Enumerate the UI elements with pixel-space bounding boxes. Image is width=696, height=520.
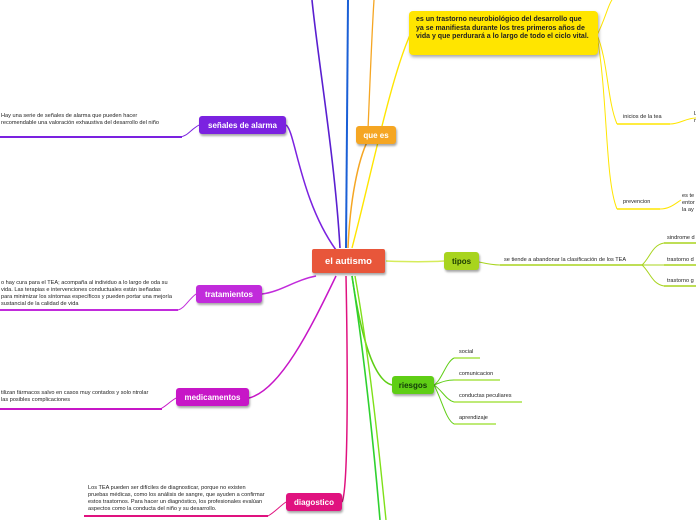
tipos-leaf-2[interactable]: trastorno d <box>667 257 694 263</box>
riesgos-leaf-aprendizaje[interactable]: aprendizaje <box>459 415 488 421</box>
riesgos-leaf-social[interactable]: social <box>459 349 474 355</box>
riesgos-leaf-conductas[interactable]: conductas peculiares <box>459 393 512 399</box>
definition-box[interactable]: es un trastorno neurobiológico del desar… <box>409 11 598 55</box>
node-senales-label: señales de alarma <box>208 120 277 130</box>
subtopic-prevencion[interactable]: prevencion <box>623 199 651 205</box>
diagostico-note: Los TEA pueden ser difíciles de diagnost… <box>88 485 265 512</box>
node-riesgos-label: riesgos <box>398 380 428 390</box>
central-topic-node[interactable]: el autismo <box>312 249 385 273</box>
node-tratamientos-label: tratamientos <box>204 289 253 299</box>
subtopic-prevencion-cut-text: es te entor la ay <box>682 193 695 213</box>
node-tratamientos[interactable]: tratamientos <box>196 285 262 303</box>
tipos-leaf-1[interactable]: sindrome d <box>667 235 695 241</box>
riesgos-leaf-comunicacion[interactable]: comunicacion <box>459 371 494 377</box>
subtopic-inicios-tea[interactable]: inicios de la tea <box>623 114 662 120</box>
node-que-es[interactable]: que es <box>356 126 396 144</box>
node-que-es-label: que es <box>363 130 389 140</box>
node-medicamentos[interactable]: medicamentos <box>176 388 249 406</box>
tipos-leaf-3[interactable]: trastorno g <box>667 278 694 284</box>
central-topic-label: el autismo <box>325 255 372 267</box>
subtopic-inicios-tea-cut-text: L n <box>694 111 696 124</box>
node-senales-de-alarma[interactable]: señales de alarma <box>199 116 286 134</box>
node-riesgos[interactable]: riesgos <box>392 376 434 394</box>
tipos-subtopic[interactable]: se tiende a abandonar la clasificación d… <box>504 257 627 263</box>
definition-text: es un trastorno neurobiológico del desar… <box>416 16 589 40</box>
senales-note: Hay una serie de señales de alarma que p… <box>1 113 159 126</box>
node-tipos[interactable]: tipos <box>444 252 479 270</box>
node-medicamentos-label: medicamentos <box>184 392 241 402</box>
node-diagostico-label: diagostico <box>293 497 334 507</box>
node-diagostico[interactable]: diagostico <box>286 493 342 511</box>
node-tipos-label: tipos <box>451 256 472 266</box>
tratamientos-note: o hay cura para el TEA; acompaña al indi… <box>1 280 172 307</box>
medicamentos-note: tilizan fármacos salvo en casos muy cont… <box>1 390 149 403</box>
